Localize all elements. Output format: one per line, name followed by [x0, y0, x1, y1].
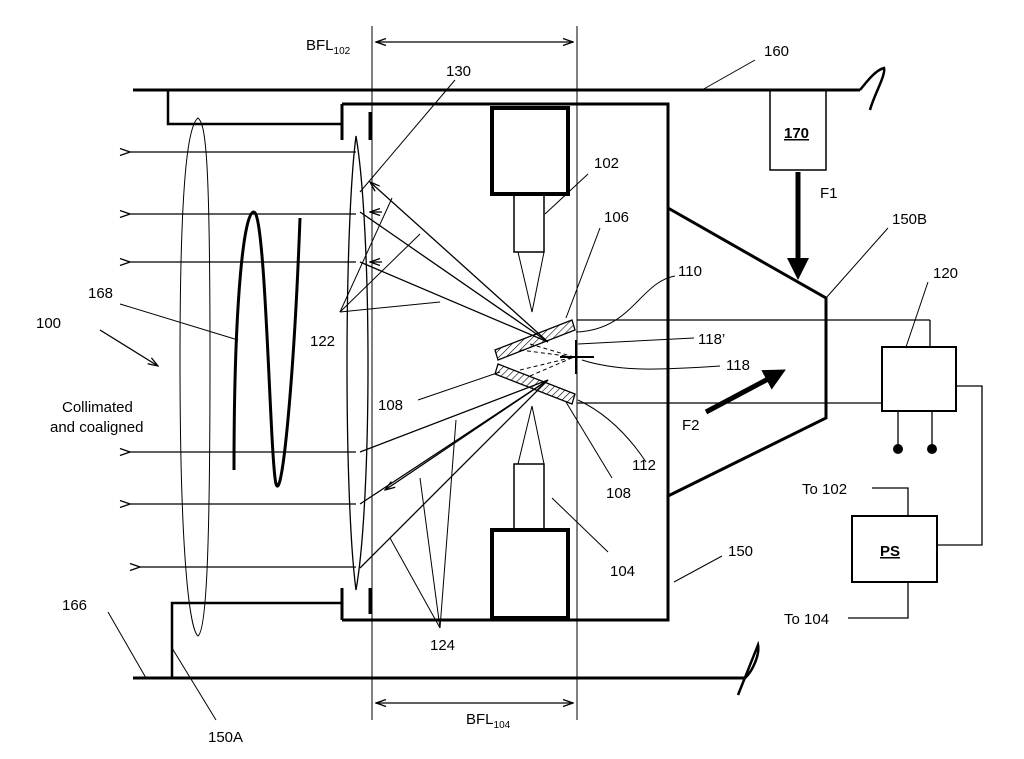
- label-130: 130: [446, 63, 471, 80]
- label-166: 166: [62, 597, 87, 614]
- housing-extension-150b: [668, 208, 826, 496]
- label-150b: 150B: [892, 211, 927, 228]
- laser-104: [492, 406, 568, 618]
- label-168: 168: [88, 285, 113, 302]
- label-122: 122: [310, 333, 335, 350]
- label-112: 112: [632, 457, 656, 474]
- label-bfl102: BFL102: [306, 37, 351, 57]
- label-to104: To 104: [784, 611, 829, 628]
- housing-150: [342, 104, 668, 620]
- label-104: 104: [610, 563, 635, 580]
- focal-point-118: [560, 340, 594, 374]
- controller-wiring: [577, 320, 982, 545]
- label-collimated-1: Collimated: [62, 399, 133, 416]
- lens-130: [347, 136, 368, 590]
- force-f2-arrow: [706, 378, 770, 412]
- label-108-left: 108: [378, 397, 403, 414]
- label-124: 124: [430, 637, 455, 654]
- label-110: 110: [678, 263, 702, 280]
- label-118: 118: [726, 357, 750, 374]
- label-118-prime: 118’: [698, 331, 725, 348]
- label-120: 120: [933, 265, 958, 282]
- label-106: 106: [604, 209, 629, 226]
- arrow-100: [100, 330, 158, 366]
- label-to102: To 102: [802, 481, 847, 498]
- mirror-108: [495, 364, 575, 404]
- label-f2: F2: [682, 417, 700, 434]
- label-bfl104: BFL104: [466, 711, 511, 731]
- label-170: 170: [784, 125, 809, 142]
- label-108-right: 108: [606, 485, 631, 502]
- bracket-150a-bottom: [172, 588, 342, 678]
- label-collimated-2: and coaligned: [50, 419, 143, 436]
- laser-102: [492, 108, 568, 312]
- collimated-rays: [130, 152, 356, 567]
- label-150a: 150A: [208, 729, 243, 746]
- terminal-2: [927, 444, 937, 454]
- beam-envelope: [180, 118, 210, 636]
- label-102: 102: [594, 155, 619, 172]
- label-100: 100: [36, 315, 61, 332]
- wave-168: [234, 212, 300, 486]
- controller-120: [882, 347, 956, 411]
- label-150: 150: [728, 543, 753, 560]
- label-f1: F1: [820, 185, 838, 202]
- terminal-1: [893, 444, 903, 454]
- label-ps: PS: [880, 543, 900, 560]
- label-160: 160: [764, 43, 789, 60]
- bracket-150a-top: [168, 90, 342, 140]
- mirror-106: [495, 320, 575, 360]
